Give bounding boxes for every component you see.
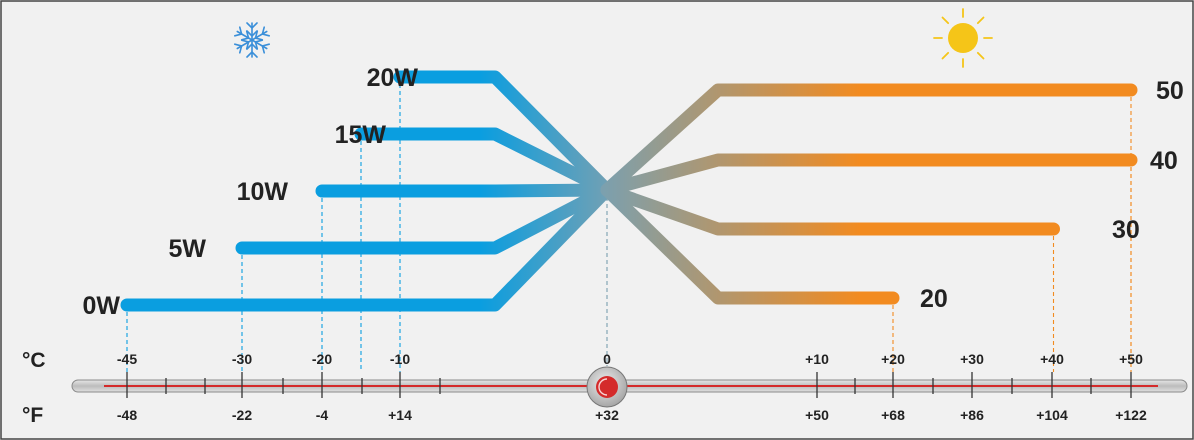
- winter-grade-0w-line: [120, 183, 614, 312]
- fahrenheit-tick-label: +50: [805, 407, 829, 423]
- summer-grade-40-line: [600, 153, 1138, 197]
- sun-icon: [933, 8, 993, 68]
- winter-grade-0w-label: 0W: [83, 292, 121, 320]
- celsius-tick-label: 0: [603, 351, 611, 367]
- celsius-tick-label: +10: [805, 351, 829, 367]
- celsius-unit-label: °C: [22, 349, 46, 372]
- celsius-tick-label: -30: [232, 351, 252, 367]
- winter-grade-20w-label: 20W: [367, 64, 419, 92]
- celsius-tick-label: +50: [1119, 351, 1143, 367]
- winter-grade-10w-label: 10W: [237, 178, 289, 206]
- summer-grade-20-label: 20: [920, 285, 948, 313]
- summer-grade-30-label: 30: [1112, 216, 1140, 244]
- winter-grade-5w-line: [235, 183, 614, 255]
- fahrenheit-tick-label: +32: [595, 407, 619, 423]
- summer-grade-50-line: [600, 83, 1138, 197]
- summer-grade-20-line: [600, 183, 900, 305]
- fahrenheit-tick-label: -22: [232, 407, 252, 423]
- winter-grade-20w-line: [393, 70, 614, 197]
- thermometer: [71, 366, 1188, 408]
- celsius-tick-label: -10: [390, 351, 410, 367]
- winter-grade-10w-line: [315, 183, 614, 198]
- winter-grade-15w-line: [354, 127, 614, 197]
- celsius-tick-label: +40: [1040, 351, 1064, 367]
- winter-grade-5w-label: 5W: [169, 235, 207, 263]
- celsius-tick-label: +20: [881, 351, 905, 367]
- fahrenheit-tick-label: -4: [316, 407, 329, 423]
- fahrenheit-unit-label: °F: [22, 404, 43, 427]
- fahrenheit-tick-label: +14: [388, 407, 412, 423]
- fahrenheit-tick-label: -48: [117, 407, 137, 423]
- summer-grade-30-line: [600, 183, 1060, 236]
- summer-grade-50-label: 50: [1156, 77, 1184, 105]
- snowflake-icon: [233, 22, 271, 58]
- fahrenheit-tick-label: +68: [881, 407, 905, 423]
- celsius-tick-label: -45: [117, 351, 137, 367]
- celsius-tick-label: -20: [312, 351, 332, 367]
- summer-grade-40-label: 40: [1150, 147, 1178, 175]
- fahrenheit-tick-label: +122: [1115, 407, 1147, 423]
- winter-grade-15w-label: 15W: [335, 121, 387, 149]
- fahrenheit-tick-label: +86: [960, 407, 984, 423]
- celsius-tick-label: +30: [960, 351, 984, 367]
- sun-core: [948, 23, 978, 53]
- fahrenheit-tick-label: +104: [1036, 407, 1068, 423]
